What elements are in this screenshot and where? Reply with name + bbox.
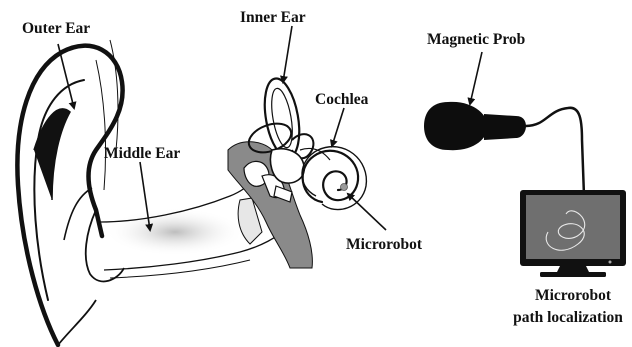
label-microrobot: Microrobot [346,236,423,253]
arrow-magnetic-probe [470,52,482,104]
label-middle-ear: Middle Ear [104,145,180,162]
arrow-inner-ear [283,26,292,82]
label-cochlea: Cochlea [315,91,369,108]
label-magnetic-probe: Magnetic Prob [427,31,525,48]
monitor-illustration [520,190,626,277]
arrow-outer-ear [58,44,74,108]
arrow-cochlea [332,108,344,146]
microrobot-dot [341,184,348,191]
outer-ear-illustration [17,40,124,345]
label-localization-line2: path localization [513,309,623,326]
label-localization-line1: Microrobot [535,287,612,304]
label-outer-ear: Outer Ear [22,20,90,37]
label-inner-ear: Inner Ear [240,9,306,26]
magnetic-probe-illustration [424,102,584,196]
cochlea-illustration [302,147,366,210]
arrow-microrobot [348,194,386,230]
